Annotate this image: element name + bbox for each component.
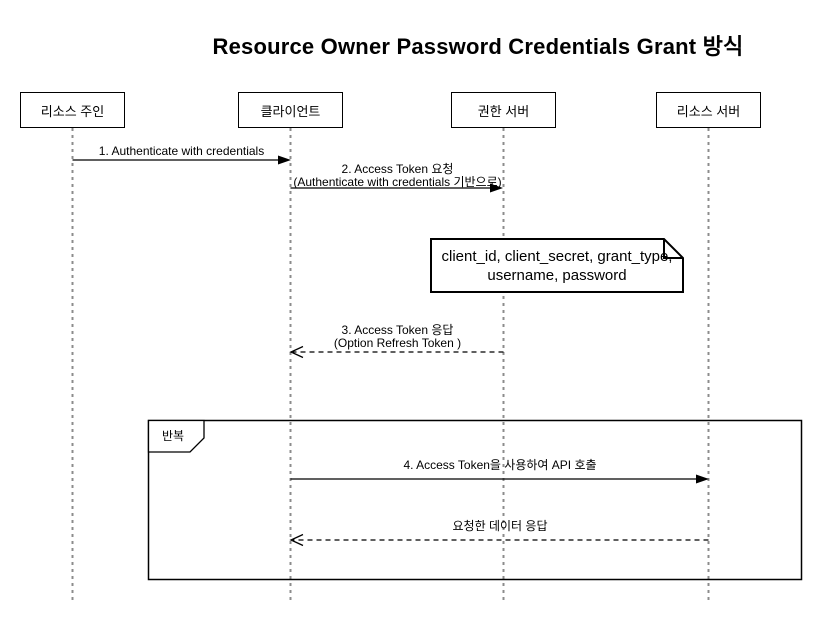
loop-frame-border — [147, 419, 803, 581]
message-2-label: 2. Access Token 요청 — [341, 162, 454, 176]
message-3-sublabel: (Option Refresh Token ) — [333, 336, 462, 350]
diagram-title: Resource Owner Password Credentials Gran… — [212, 34, 744, 59]
note-line-2: username, password — [487, 267, 627, 284]
actor-client: 클라이언트 — [238, 92, 343, 128]
loop-operator-label: 반복 — [161, 429, 185, 443]
note-text: client_id, client_secret, grant_type, us… — [433, 247, 681, 285]
message-3-label: 3. Access Token 응답 — [341, 323, 454, 337]
message-1-label: 1. Authenticate with credentials — [98, 144, 265, 158]
loop-label-tab — [147, 419, 205, 453]
actor-resource-owner: 리소스 주인 — [20, 92, 125, 128]
message-3-arrowhead — [289, 345, 304, 359]
actor-resource-owner-label: 리소스 주인 — [40, 103, 105, 119]
message-1-arrowhead — [278, 155, 291, 165]
message-5-label: 요청한 데이터 응답 — [452, 519, 548, 533]
actor-resource-server-label: 리소스 서버 — [676, 103, 741, 119]
actor-auth-server-label: 권한 서버 — [477, 103, 530, 119]
message-2-arrowhead — [490, 183, 503, 193]
message-5-arrowhead — [289, 533, 304, 547]
actor-resource-server: 리소스 서버 — [656, 92, 761, 128]
message-4-arrowhead — [696, 474, 709, 484]
note-shape — [430, 238, 684, 293]
note-fold — [663, 239, 683, 259]
note-line-1: client_id, client_secret, grant_type, — [441, 248, 673, 265]
message-2-sublabel: (Authenticate with credentials 기반으로) — [293, 175, 502, 189]
actor-client-label: 클라이언트 — [260, 103, 321, 119]
message-4-label: 4. Access Token을 사용하여 API 호출 — [403, 458, 597, 472]
actor-auth-server: 권한 서버 — [451, 92, 556, 128]
